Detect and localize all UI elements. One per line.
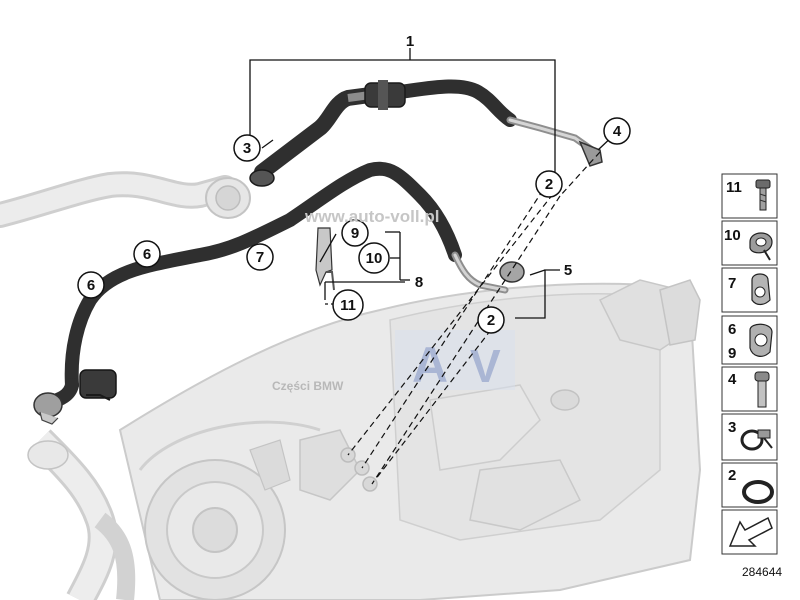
callout-3: 3 [243, 140, 251, 157]
leader-lines [249, 48, 617, 319]
legend-label-3: 3 [728, 419, 736, 436]
bolt-icon [755, 179, 771, 211]
lower-oil-line [33, 161, 525, 425]
callout-1: 1 [406, 33, 414, 50]
legend-label-2: 2 [728, 467, 736, 484]
upper-oil-line [249, 79, 603, 187]
callout-circle-10 [358, 242, 390, 274]
callout-8: 8 [415, 274, 423, 291]
o-ring-icon [742, 480, 774, 504]
callout-4: 4 [613, 123, 622, 140]
callout-7: 7 [256, 249, 264, 266]
callout-10: 10 [366, 250, 383, 267]
callout-11: 11 [340, 297, 356, 314]
legend-label-4: 4 [728, 371, 737, 388]
ghost-radiator-pipe [0, 171, 251, 228]
callout-circle-2b [477, 306, 505, 334]
callout-circle-4 [603, 117, 631, 145]
clip-6-9-icon [749, 323, 773, 357]
callout-circle-7 [246, 243, 274, 271]
mounting-bracket [315, 227, 335, 291]
legend-label-9: 9 [728, 345, 736, 362]
watermark-logo-v: V [470, 340, 501, 392]
watermark-logo: A V [395, 330, 515, 393]
clip-7-icon [751, 273, 771, 306]
callout-circle-6b [77, 271, 105, 299]
callout-circle-11 [332, 289, 364, 321]
callout-6-upper: 6 [143, 246, 151, 263]
hose-clamp-icon [740, 429, 773, 451]
dashed-leaders [347, 151, 601, 485]
callout-6-lower: 6 [87, 277, 95, 294]
legend-label-7: 7 [728, 275, 736, 292]
clamp-10-icon [749, 232, 773, 261]
callout-circle-2a [535, 170, 563, 198]
callout-9: 9 [351, 225, 359, 242]
screw-icon [754, 371, 770, 408]
watermark-parts: Części BMW [272, 379, 344, 393]
legend-label-10: 10 [724, 227, 741, 244]
parts-legend: 11 10 7 6 9 4 [721, 173, 778, 555]
callout-circle-9 [341, 219, 369, 247]
callout-circle-6a [133, 240, 161, 268]
watermark-url: www.auto-voll.pl [304, 207, 439, 226]
ghost-lower-pipe [27, 429, 136, 600]
watermark-logo-a: A [412, 337, 448, 393]
diagram-id: 284644 [742, 565, 782, 579]
legend-label-6: 6 [728, 321, 736, 338]
legend-label-11: 11 [726, 179, 742, 196]
ghost-transmission [118, 279, 702, 600]
arrow-icon [728, 516, 773, 547]
callout-circles [77, 117, 631, 334]
callout-circle-3 [233, 134, 261, 162]
callout-labels: 1 3 4 2 6 6 7 9 10 8 11 5 2 [87, 33, 622, 329]
callout-2-bottom: 2 [487, 312, 495, 329]
callout-2-top: 2 [545, 176, 553, 193]
callout-5: 5 [564, 262, 572, 279]
